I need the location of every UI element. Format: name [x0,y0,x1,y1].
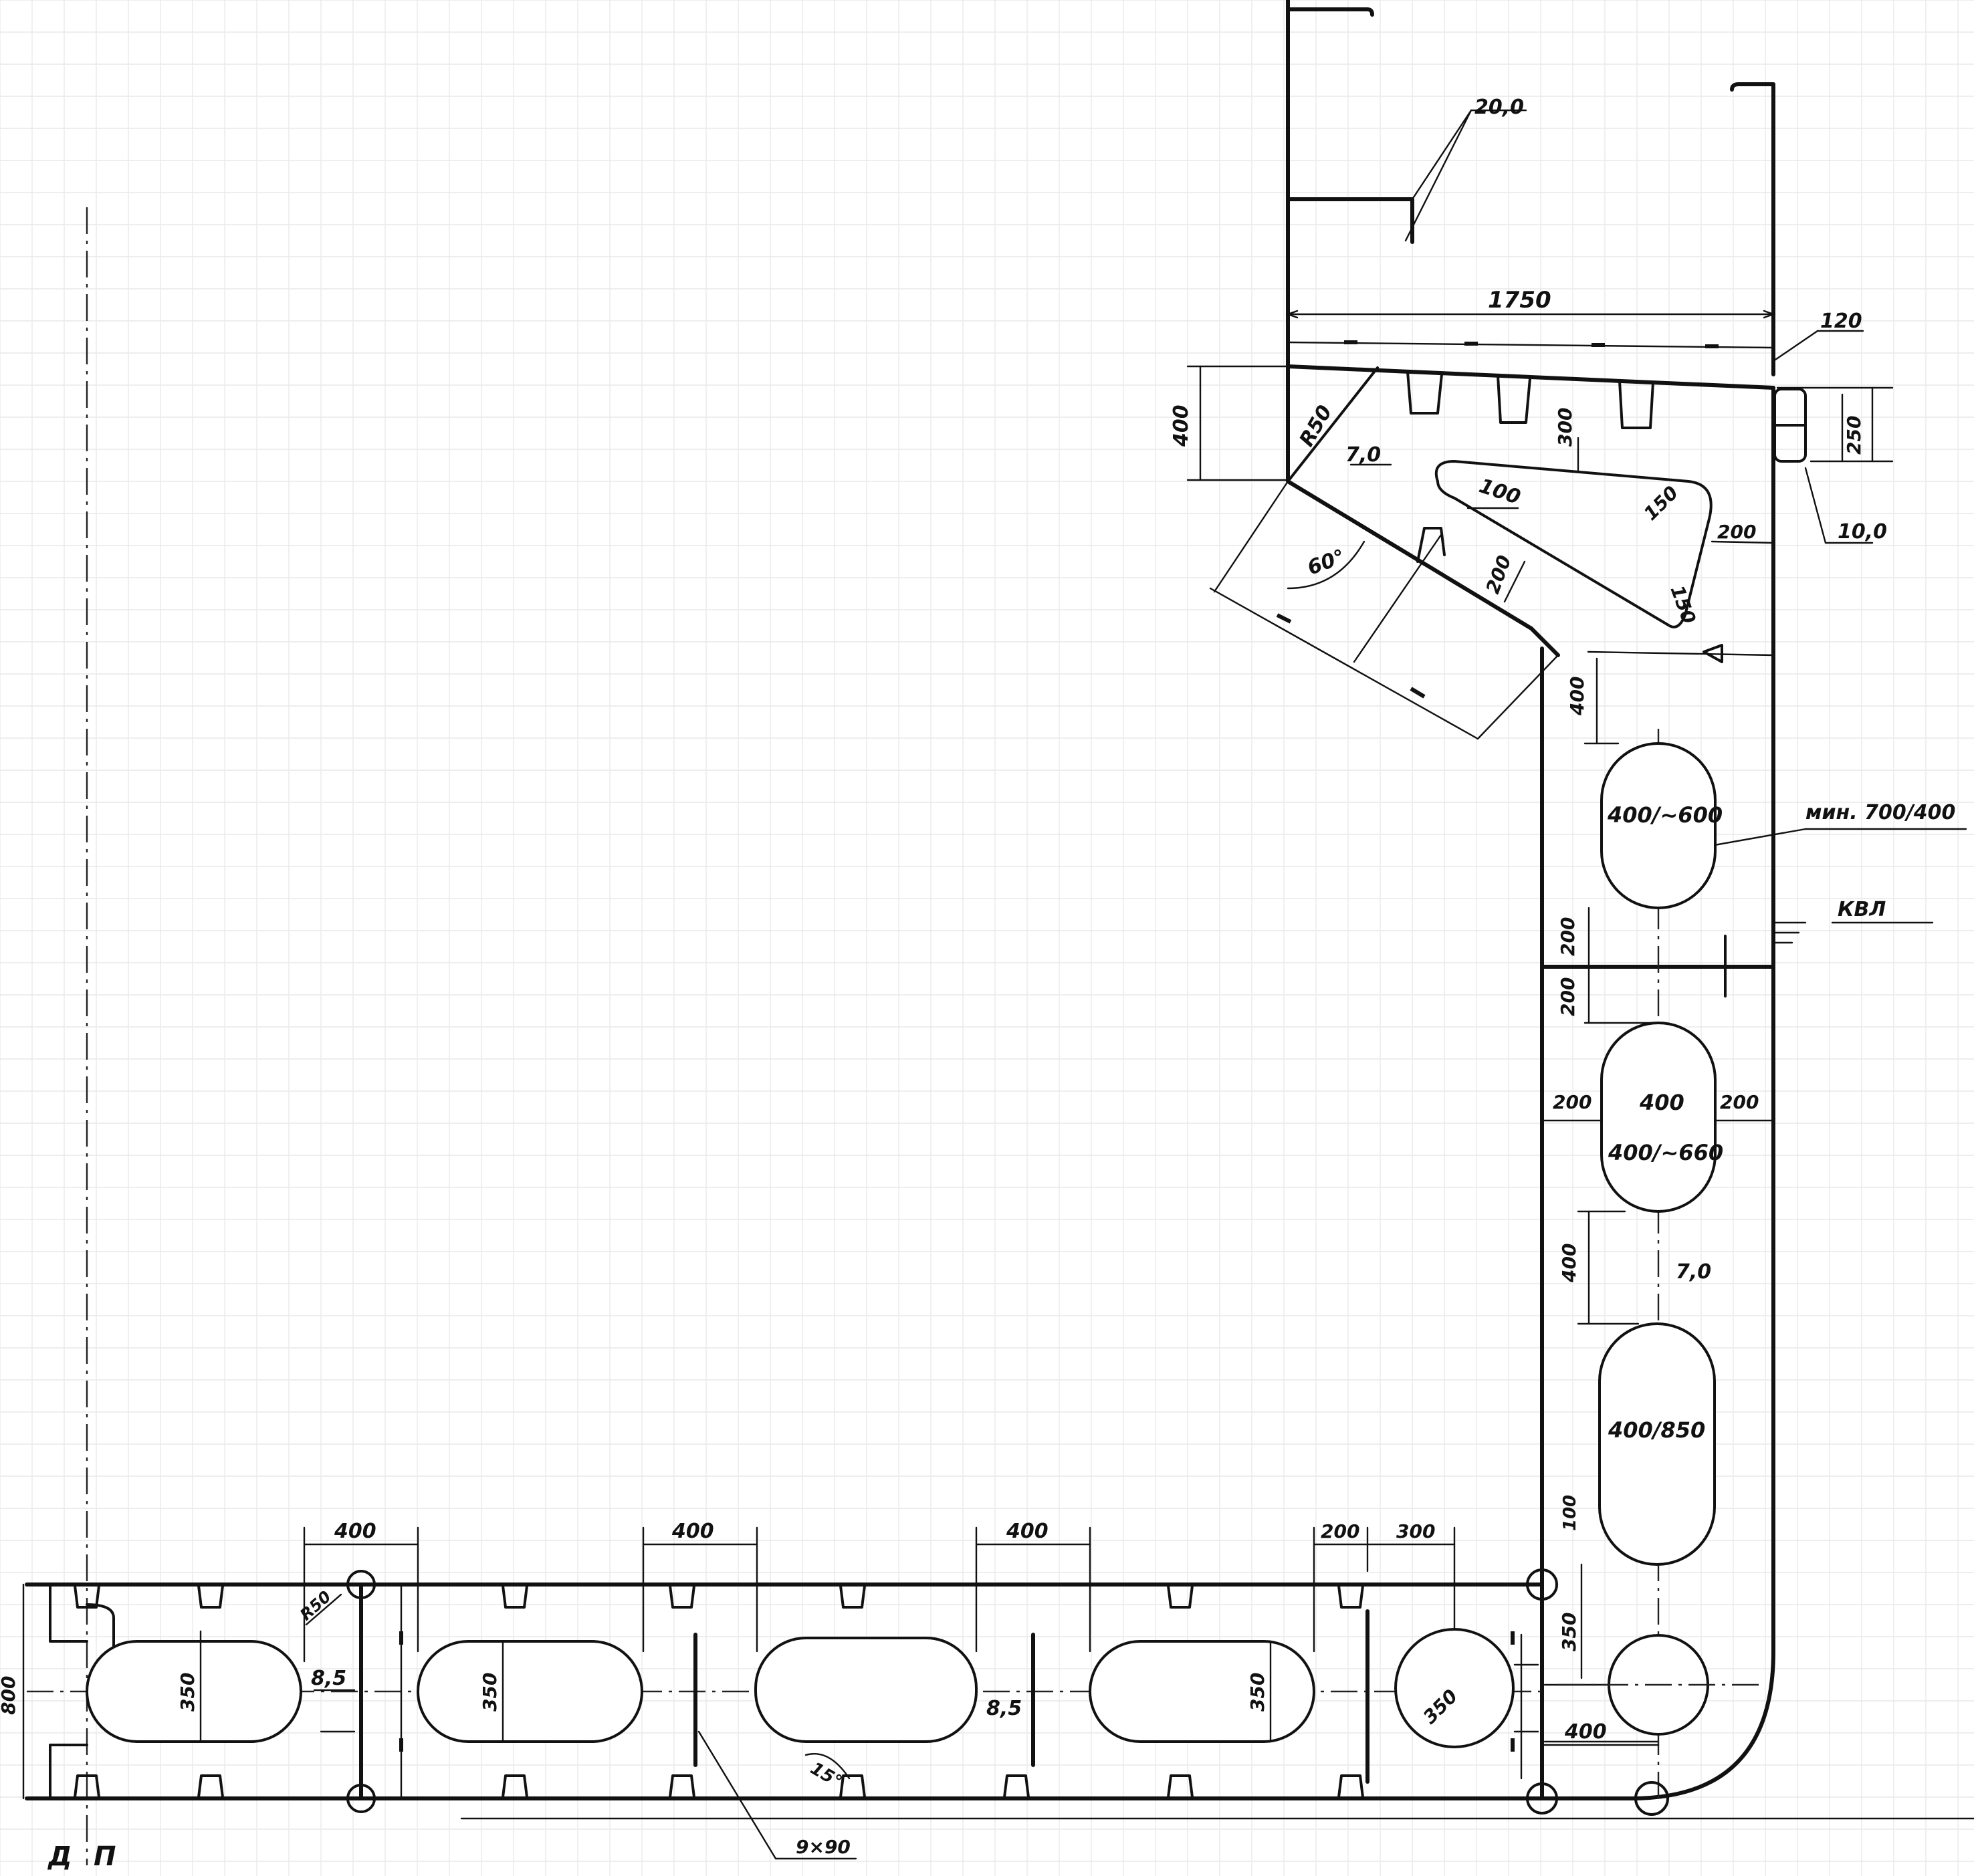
side-gap-200-label-c: 200 [1553,1091,1592,1113]
bottom-top-200-label: 200 [1321,1520,1359,1542]
side-gap-200-label-d: 200 [1720,1091,1759,1113]
floor-stiffener [197,1585,224,1609]
floor-stiffener [669,1585,695,1609]
floor-stiffener [502,1774,528,1798]
floor-stiffener [1337,1774,1364,1798]
side-width-400-label: 400 [1639,1090,1684,1115]
cutout-top-label: 100 [1476,474,1523,509]
floor-plate-label-2: 8,5 [986,1697,1022,1720]
floor-radius-label: R50 [296,1587,334,1625]
dimension-labels: 20,0 1750 120 250 10,0 400 300 R50 7,0 1… [0,96,1955,1872]
bottom-top-400-label-a: 400 [334,1520,376,1543]
deck-width-label: 1750 [1488,287,1551,314]
side-plate-label: 7,0 [1676,1260,1711,1284]
side-top-gap-label: 400 [1566,677,1588,716]
cutout-side-gap-label: 200 [1717,521,1756,543]
side-hole-1-label: 400/~600 [1607,802,1723,828]
bevel-angle-15-label: 15° [807,1758,846,1792]
stiffener-label: 9×90 [796,1836,851,1858]
double-bottom [22,1526,1974,1860]
gunwale-width-label: 120 [1820,310,1862,333]
bottom-top-400-label-b: 400 [671,1520,714,1543]
floor-stiffeners [74,1585,1364,1798]
bracket-plate-label: 7,0 [1345,443,1381,467]
centerline-right-label: П [94,1841,116,1872]
floor-stiffener [839,1774,866,1798]
floor-stiffener [1167,1774,1194,1798]
hole-height-label-2: 350 [479,1673,501,1712]
floor-stiffener [1167,1585,1194,1609]
floor-stiffener [669,1774,695,1798]
hole-height-label-1: 350 [177,1673,199,1712]
side-gap-200-label-a: 200 [1557,917,1579,956]
bottom-top-300-label: 300 [1396,1520,1435,1542]
gunwale-thickness-label: 10,0 [1838,520,1887,544]
upper-deck-plate-label: 20,0 [1474,96,1524,119]
floor-stiffener [197,1774,224,1798]
side-hole-2-label: 400/~660 [1608,1140,1723,1165]
side-gap-200-label-b: 200 [1557,977,1579,1016]
side-structure [1526,386,1967,1816]
hole-height-label-3: 350 [1246,1673,1269,1712]
floor-stiffener [839,1585,866,1609]
upper-deck-structure [1286,0,1775,376]
deck-dimensions [1186,310,1894,544]
cutout-corner-label-1: 150 [1640,481,1683,525]
side-gap-100-label: 100 [1560,1495,1580,1531]
bevel-angle-label: 60° [1305,545,1348,580]
gunwale-height-label: 250 [1843,416,1865,455]
deck-bracket-height-label: 300 [1554,408,1576,447]
floor-stiffener [74,1774,100,1798]
deck-stringer [1209,364,1807,740]
bottom-gap-400-label: 400 [1564,1720,1607,1744]
centerline-left-label: Д [47,1841,72,1872]
bottom-top-400-label-c: 400 [1006,1520,1049,1543]
side-hole-3-label: 400/850 [1608,1417,1705,1443]
deck-depth-label: 400 [1170,404,1193,447]
side-gap-400-label: 400 [1558,1244,1580,1283]
floor-stiffener [74,1585,100,1609]
floor-stiffener [502,1585,528,1609]
waterline-label: КВЛ [1838,898,1886,921]
bottom-height-label: 800 [0,1676,19,1715]
floor-stiffener [1003,1774,1030,1798]
side-gap-350-label: 350 [1558,1613,1580,1651]
floor-plate-label-1: 8,5 [311,1667,346,1690]
floor-stiffener [1337,1585,1364,1609]
cutout-corner-label-2: 150 [1666,582,1700,626]
min-note-label: мин. 700/400 [1805,801,1955,824]
